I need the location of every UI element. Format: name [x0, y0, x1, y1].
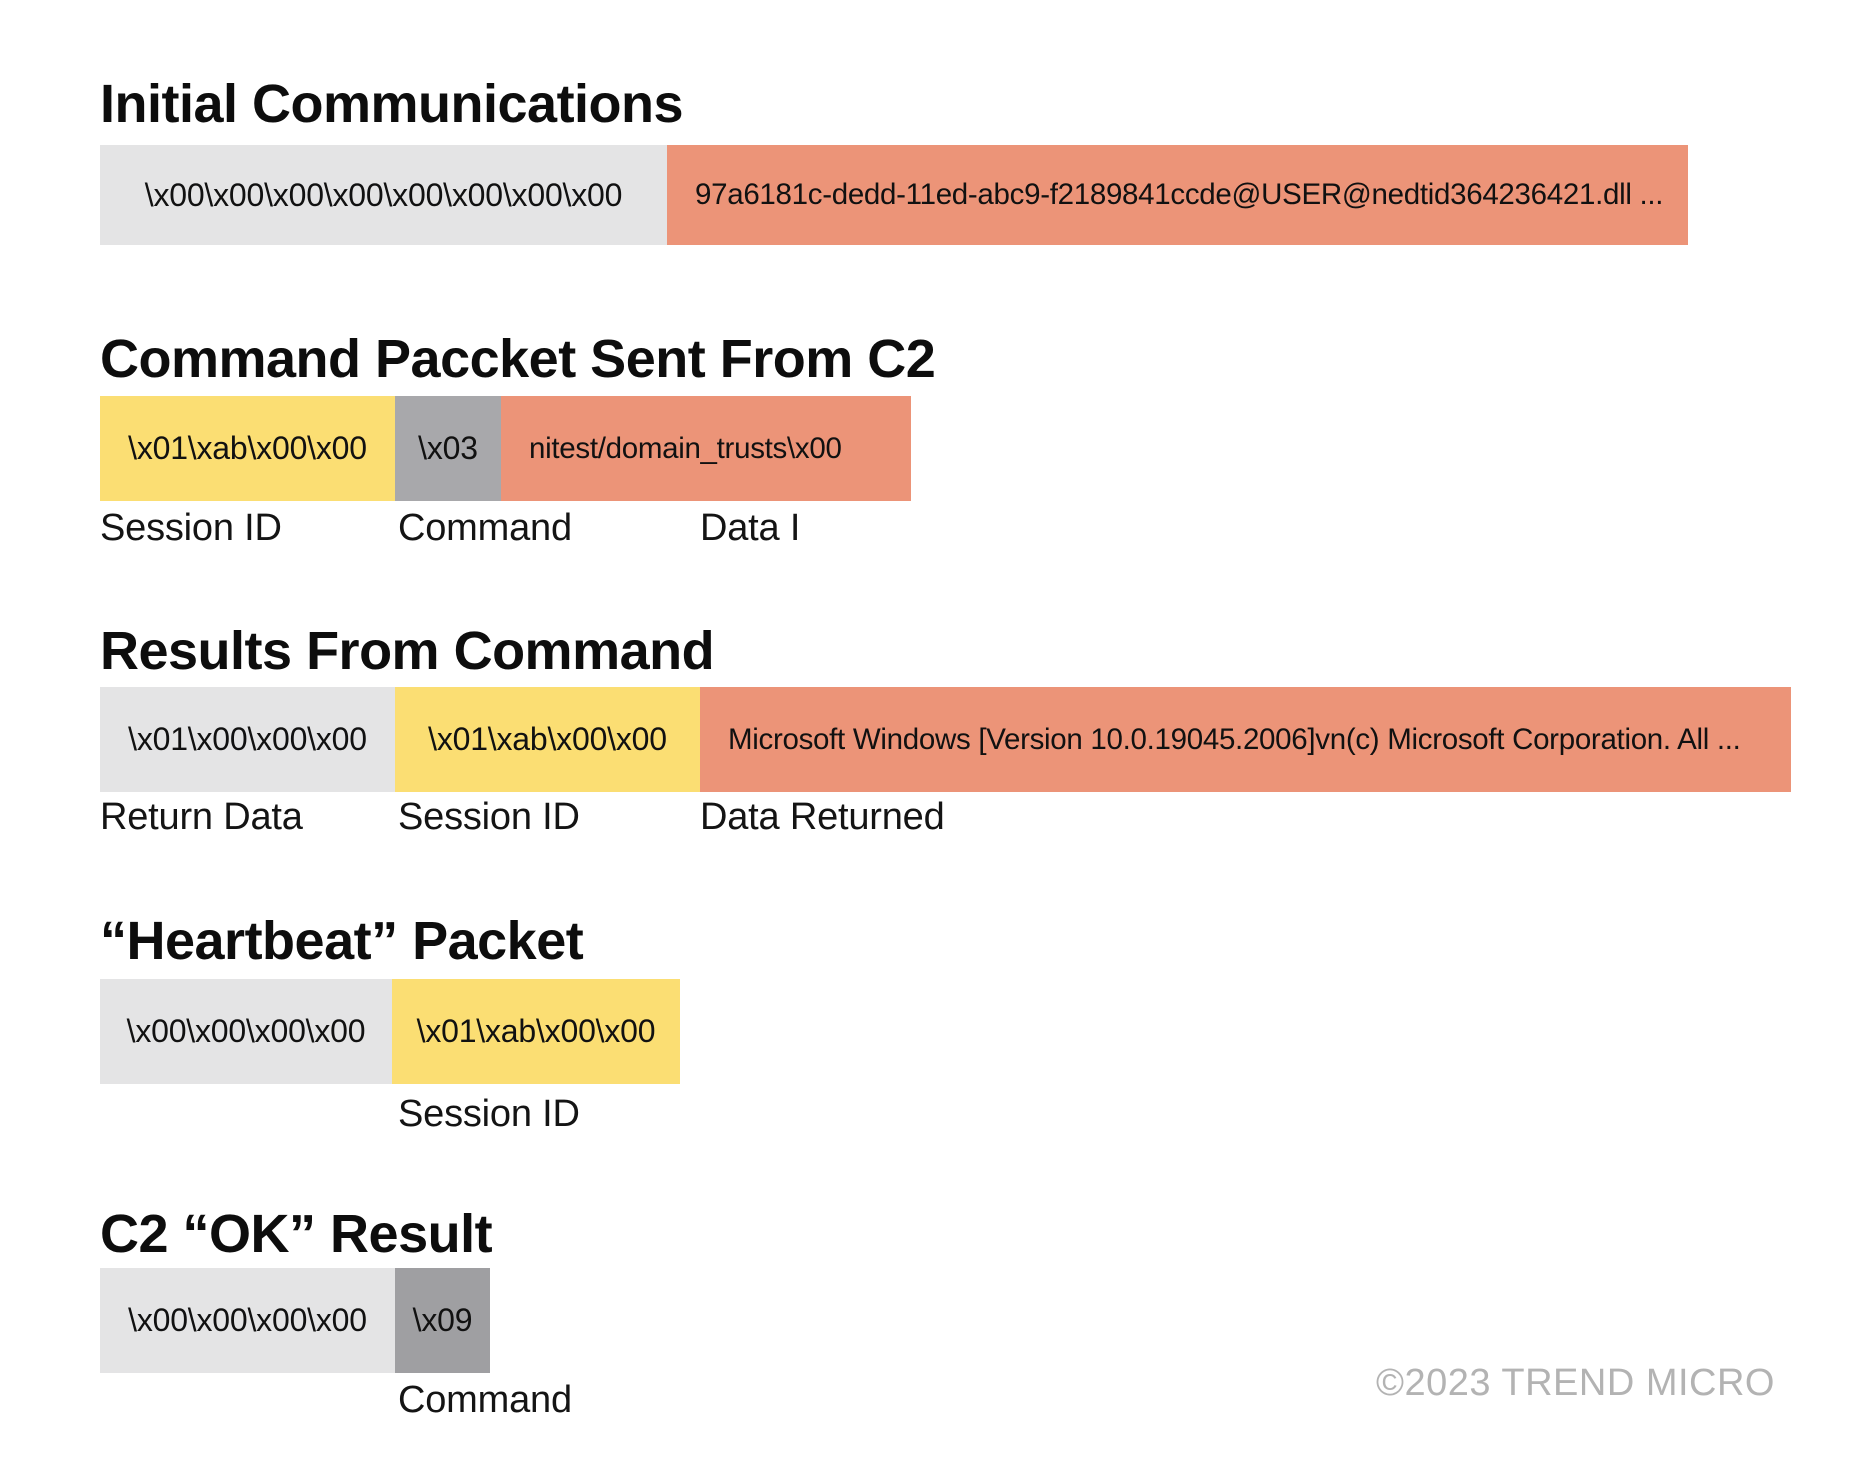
field-label-data-returned: Data Returned [700, 796, 945, 838]
packet-box-session-id: \x01\xab\x00\x00 [100, 396, 395, 501]
packet-box-session-id: \x01\xab\x00\x00 [392, 979, 680, 1084]
packet-row-c2-ok: \x00\x00\x00\x00 \x09 [100, 1268, 490, 1373]
packet-box-text: \x01\x00\x00\x00 [128, 721, 367, 757]
packet-box-text: \x01\xab\x00\x00 [428, 721, 667, 757]
section-title-c2-ok-result: C2 “OK” Result [100, 1204, 493, 1264]
packet-box-text: \x00\x00\x00\x00 [128, 1302, 367, 1338]
packet-box-text: \x03 [418, 430, 478, 466]
packet-box-text: Microsoft Windows [Version 10.0.19045.20… [728, 722, 1741, 756]
packet-box-command-byte: \x09 [395, 1268, 490, 1373]
packet-box-session-id: \x01\xab\x00\x00 [395, 687, 700, 792]
packet-box-return-data: \x01\x00\x00\x00 [100, 687, 395, 792]
field-label-session-id: Session ID [398, 796, 580, 838]
packet-box-text: nitest/domain_trusts\x00 [529, 431, 842, 465]
packet-box-data-returned: Microsoft Windows [Version 10.0.19045.20… [700, 687, 1791, 792]
packet-box-command-byte: \x03 [395, 396, 501, 501]
packet-row-command: \x01\xab\x00\x00 \x03 nitest/domain_trus… [100, 396, 911, 501]
packet-row-heartbeat: \x00\x00\x00\x00 \x01\xab\x00\x00 [100, 979, 680, 1084]
packet-box-zero-bytes: \x00\x00\x00\x00 [100, 1268, 395, 1373]
packet-box-text: \x01\xab\x00\x00 [416, 1013, 656, 1049]
section-title-heartbeat-packet: “Heartbeat” Packet [100, 911, 584, 971]
field-label-command: Command [398, 507, 572, 549]
field-label-return-data: Return Data [100, 796, 303, 838]
section-title-command-packet: Command Paccket Sent From C2 [100, 329, 936, 389]
field-label-session-id: Session ID [100, 507, 282, 549]
packet-box-text: \x09 [412, 1302, 473, 1338]
packet-box-command-data: nitest/domain_trusts\x00 [501, 396, 911, 501]
packet-box-text: 97a6181c-dedd-11ed-abc9-f2189841ccde@USE… [695, 178, 1664, 211]
section-title-results-from-command: Results From Command [100, 621, 715, 681]
trend-micro-watermark: ©2023 TREND MICRO [1375, 1362, 1775, 1404]
packet-box-text: \x00\x00\x00\x00 [126, 1013, 366, 1049]
packet-box-zero-bytes: \x00\x00\x00\x00\x00\x00\x00\x00 [100, 145, 667, 245]
packet-box-text: \x01\xab\x00\x00 [128, 430, 367, 466]
packet-box-zero-bytes: \x00\x00\x00\x00 [100, 979, 392, 1084]
packet-box-guid-payload: 97a6181c-dedd-11ed-abc9-f2189841ccde@USE… [667, 145, 1688, 245]
packet-row-results: \x01\x00\x00\x00 \x01\xab\x00\x00 Micros… [100, 687, 1791, 792]
field-label-data-i: Data I [700, 507, 801, 549]
packet-row-initial: \x00\x00\x00\x00\x00\x00\x00\x00 97a6181… [100, 145, 1688, 245]
field-label-session-id: Session ID [398, 1093, 580, 1135]
field-label-command: Command [398, 1379, 572, 1421]
packet-box-text: \x00\x00\x00\x00\x00\x00\x00\x00 [144, 176, 623, 213]
section-title-initial-communications: Initial Communications [100, 74, 684, 134]
